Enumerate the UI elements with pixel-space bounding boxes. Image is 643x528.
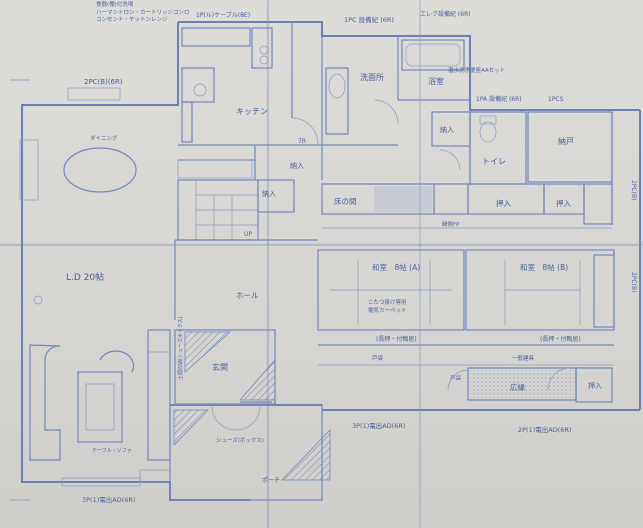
label-top-left-2: ハーマントロン・カートリッジコンロ bbox=[96, 9, 190, 16]
label-right-side: 2PC(B) bbox=[630, 180, 637, 200]
stairs bbox=[177, 179, 295, 241]
label-kitchen: キッチン bbox=[236, 107, 268, 116]
label-entrance: 玄関 bbox=[212, 362, 228, 372]
label-porch: ポーチ bbox=[262, 476, 280, 484]
label-wa-a: 和室 8帖 (A) bbox=[372, 262, 420, 272]
label-engawa: 広縁 bbox=[510, 382, 525, 392]
room-labels: 食器(棚)付洗場 ハーマントロン・カートリッジコンロ コンセント・ヤットンレンジ… bbox=[66, 0, 637, 504]
label-top-left-3: コンセント・ヤットンレンジ bbox=[96, 16, 168, 23]
label-ac-bottom-right: 2P(1)電出AD(6R) bbox=[518, 425, 571, 434]
toilet-storage bbox=[431, 110, 613, 225]
label-ac-1pc: 1PC 設備紀 (6R) bbox=[344, 15, 394, 24]
ldk-room bbox=[19, 87, 171, 487]
label-shoji-2: 戸袋 bbox=[450, 374, 462, 382]
label-wall-top: 縁側FP bbox=[442, 220, 460, 228]
label-toilet-ac: 1PA 設備紀 (6R) bbox=[476, 95, 522, 103]
label-engawa-note: 一般建具 bbox=[512, 354, 535, 362]
label-ldk: L.D 20帖 bbox=[66, 271, 104, 283]
label-closet-3: 押入 bbox=[496, 198, 511, 208]
label-dining-ac: 2PC(B)(6R) bbox=[84, 78, 123, 86]
kitchen-area bbox=[177, 22, 322, 180]
label-bath: 浴室 bbox=[428, 76, 444, 86]
label-kitchen-top-code: 1P(ル)ケーブル(8E) bbox=[196, 11, 250, 19]
label-water-heater: 温水洗浄便座AAセット bbox=[448, 66, 505, 74]
label-ac-bottom-mid: 3P(1)電出AD(6R) bbox=[352, 421, 405, 430]
label-shoe-cab: シューズ(ボックス) bbox=[216, 436, 264, 444]
label-ac-bottom-left: 3P(1)電出AD(6R) bbox=[82, 495, 135, 504]
label-ac-topright: エレク設備紀 (6R) bbox=[420, 10, 471, 18]
label-entrance-storage: 土間収納(シューズボックス) bbox=[177, 316, 184, 380]
label-top-left-1: 食器(棚)付洗場 bbox=[96, 0, 134, 8]
label-tokonoma: 床の間 bbox=[334, 196, 357, 206]
label-wa-a-note-1: こたつ掛け専用 bbox=[368, 298, 407, 306]
engawa bbox=[447, 367, 613, 403]
hall-entrance bbox=[169, 239, 331, 501]
label-washroom: 洗面所 bbox=[360, 72, 384, 82]
label-closet-1: 納入 bbox=[440, 125, 454, 134]
label-closet-2: 納入 bbox=[262, 189, 276, 198]
label-wa-a-note-2: 電気カーペット bbox=[368, 306, 407, 314]
label-closet-5: 押入 bbox=[588, 381, 602, 390]
label-chair-note: テーブル・ソファ bbox=[92, 447, 132, 454]
label-door-up: UP bbox=[244, 231, 252, 238]
label-dining: ダイニング bbox=[90, 134, 118, 142]
label-oshi-b: (長押・付鴨居) bbox=[540, 335, 581, 343]
label-door-7r: 7R bbox=[298, 138, 306, 145]
washitsu-rooms bbox=[317, 249, 615, 366]
closet-row bbox=[321, 183, 613, 229]
label-wa-b: 和室 8帖 (B) bbox=[520, 262, 568, 272]
label-shoji: 戸袋 bbox=[372, 354, 384, 362]
washroom-bath bbox=[321, 36, 470, 180]
label-ac-1pcs: 1PCS bbox=[548, 96, 564, 103]
label-closet-4: 押入 bbox=[556, 198, 571, 208]
label-hall-closet: 納入 bbox=[290, 161, 304, 170]
label-right-side-2: 2PC(B) bbox=[630, 272, 637, 292]
label-oshi-a: (長押・付鴨居) bbox=[376, 335, 417, 343]
label-hall: ホール bbox=[236, 291, 259, 300]
label-storage: 納戸 bbox=[558, 136, 574, 146]
label-toilet: トイレ bbox=[482, 157, 506, 166]
